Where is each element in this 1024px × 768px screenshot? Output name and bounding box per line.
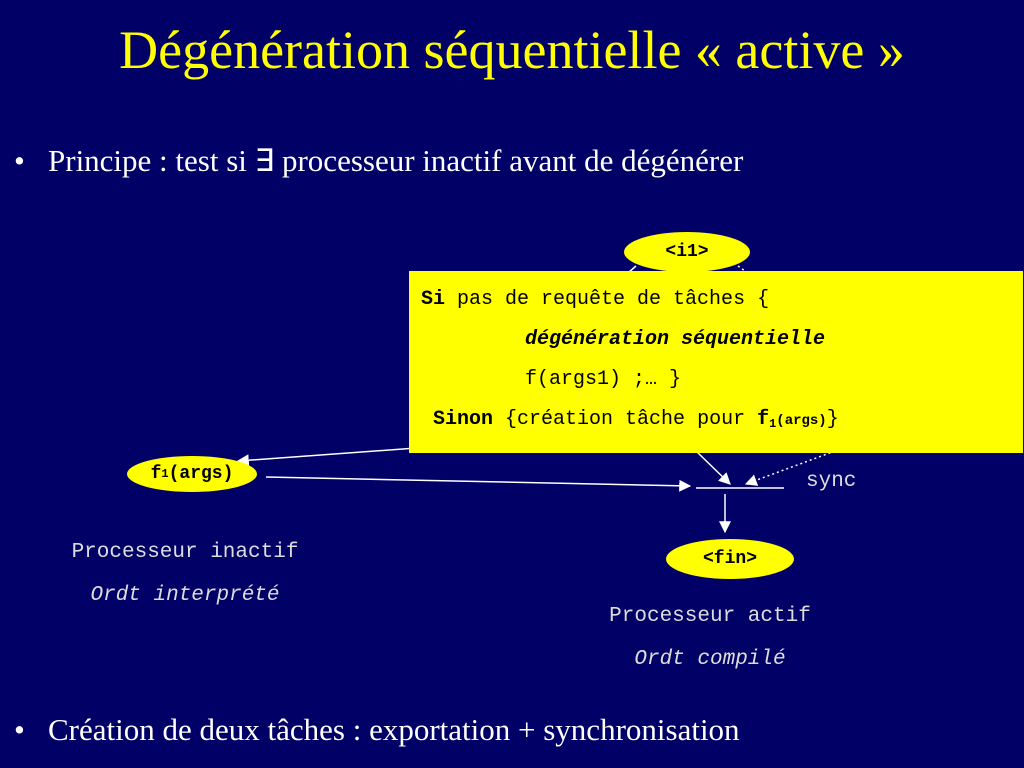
code-line-3: f(args1) ;… } [421,365,1023,405]
processor-inactive-sublabel: Ordt interprété [20,584,350,607]
node-i1: <i1> [624,232,750,272]
keyword-sinon: Sinon [433,408,494,431]
bullet-symbol: • [14,712,25,747]
code-box: Si pas de requête de tâches { dégénérati… [409,271,1023,453]
edge-sync-dotted [744,450,836,486]
edge-box-to-f1 [236,446,431,467]
node-f1-main: f [150,464,162,484]
node-f1-args: (args) [168,464,234,484]
code-line-1: Si pas de requête de tâches { [421,285,1023,325]
code-line-4-text: {création tâche pour [493,408,758,431]
bullet-text: Principe : test si ∃ processeur inactif … [48,143,744,178]
bullet-text: Création de deux tâches : exportation + … [48,712,740,747]
edge-box-to-sync [695,450,731,485]
slide-title: Dégénération séquentielle « active » [119,20,905,80]
processor-inactive-label: Processeur inactif [71,541,299,564]
code-line-4-args: (args) [776,413,827,429]
sync-label: sync [806,470,857,493]
code-line-1-text: pas de requête de tâches { [445,288,770,311]
processor-inactive-sublabel-text: Ordt interprété [90,584,280,607]
code-line-4: Sinon {création tâche pour f1(args)} [421,405,1023,445]
processor-active-sublabel: Ordt compilé [545,648,875,671]
node-f1-sub: 1 [161,467,169,481]
code-line-4-end: } [826,408,839,431]
bullet-symbol: • [14,143,25,178]
code-line-2-text: dégénération séquentielle [525,328,826,351]
code-line-2: dégénération séquentielle [421,325,1023,365]
code-line-4-sub: 1 [769,417,777,431]
keyword-si: Si [421,288,446,311]
processor-active-sublabel-text: Ordt compilé [634,648,786,671]
bullet-creation: • Création de deux tâches : exportation +… [14,711,740,749]
processor-active-label: Processeur actif [609,605,811,628]
edge-f1-to-sync [265,476,692,492]
code-line-3-text: f(args1) ;… } [525,368,682,391]
code-line-4-f: f [757,408,770,431]
node-fin: <fin> [666,539,794,579]
bullet-principle: • Principe : test si ∃ processeur inactif… [14,142,743,180]
